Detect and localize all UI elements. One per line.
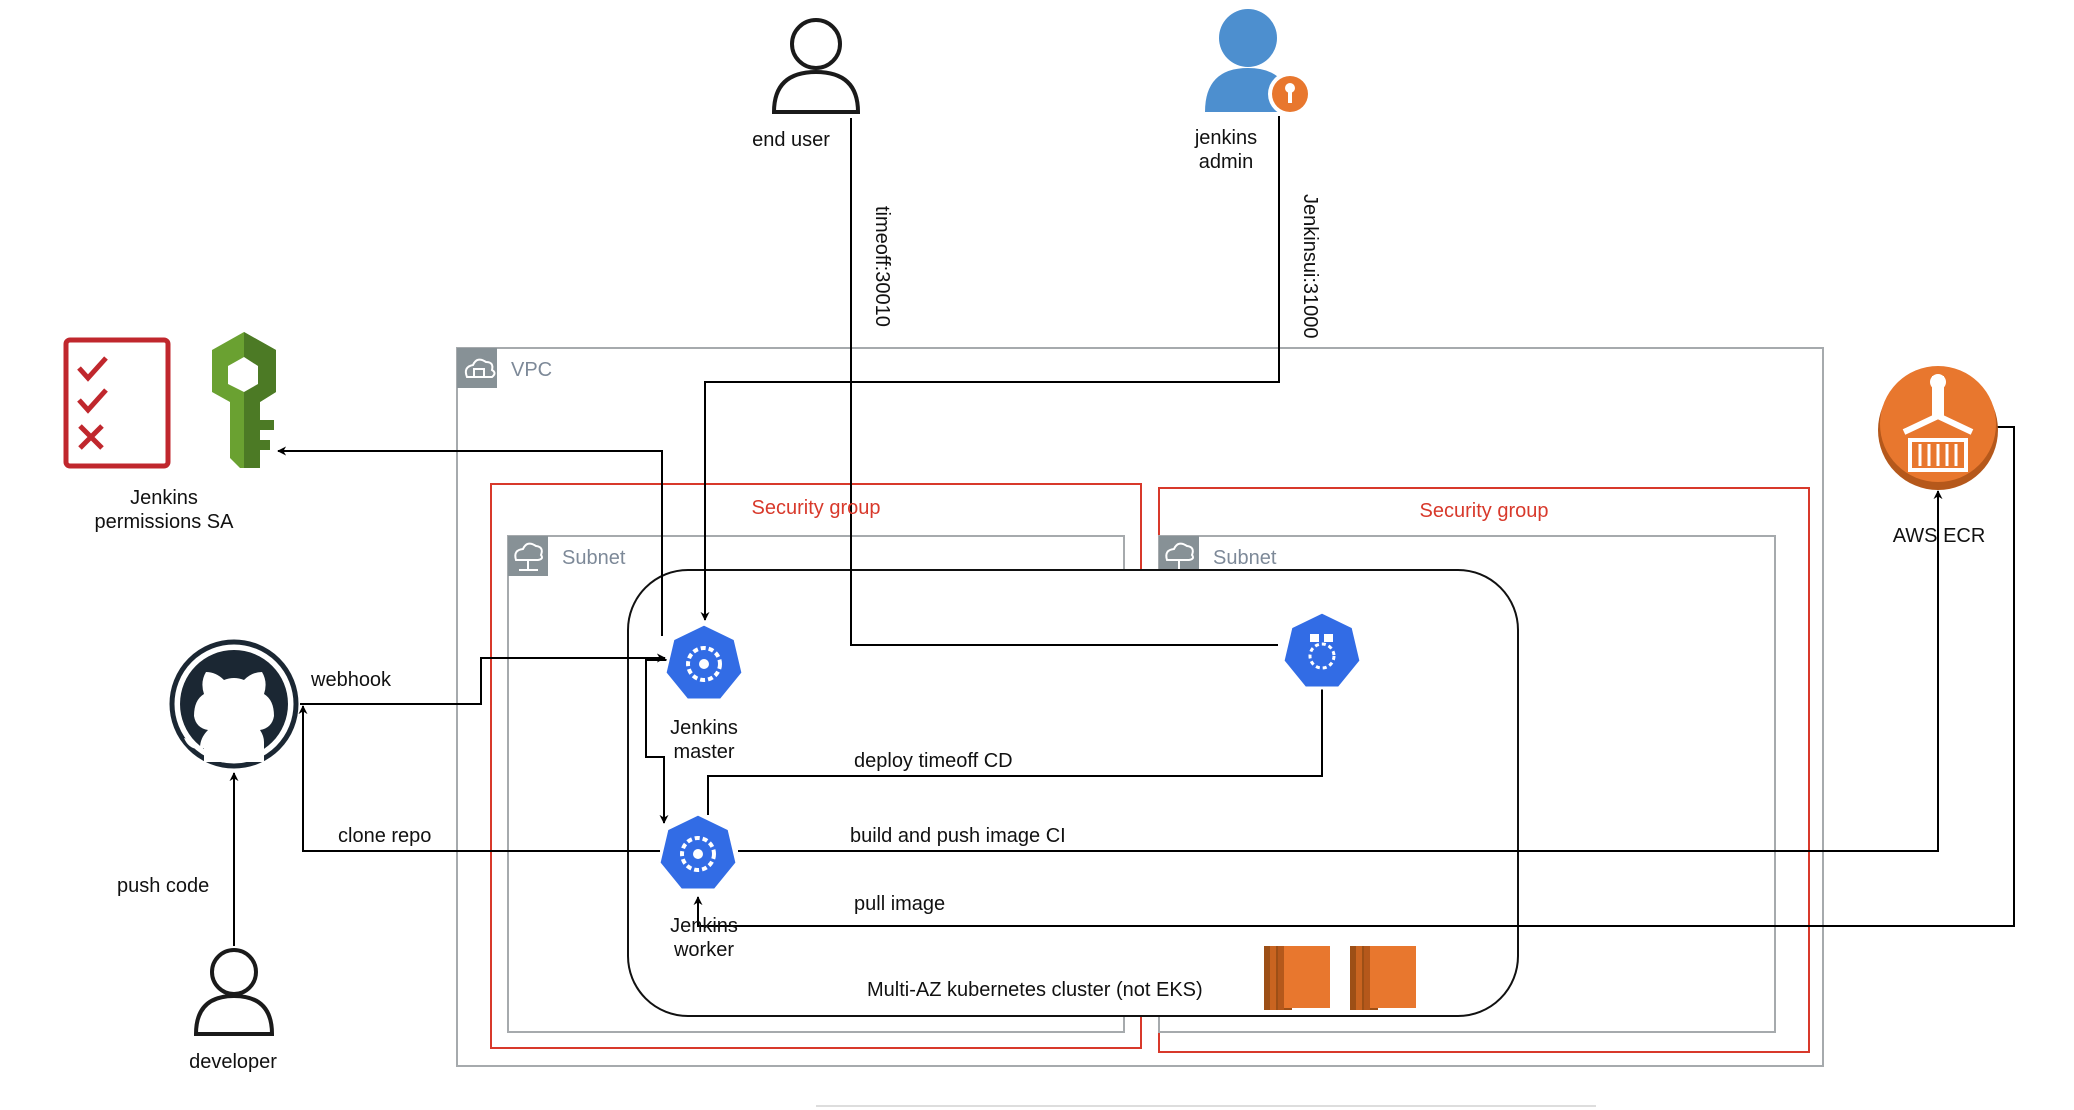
vpc-label: VPC <box>511 359 553 381</box>
edge-build-push <box>738 490 1943 852</box>
edge-permissions <box>277 446 663 636</box>
developer-icon <box>193 948 275 1036</box>
jenkins-worker-label: Jenkins worker <box>670 915 738 961</box>
build-push-label: build and push image CI <box>850 825 1066 847</box>
edge-webhook <box>300 653 666 705</box>
permissions-label: Jenkins permissions SA <box>94 487 234 533</box>
iam-key-icon <box>212 332 276 468</box>
jenkins-worker-icon <box>657 812 739 892</box>
edge-deploy <box>707 663 1327 815</box>
clone-repo-label: clone repo <box>338 825 432 847</box>
security-group-label-2: Security group <box>1419 500 1549 522</box>
checklist-icon <box>63 337 171 469</box>
edge-clone-repo <box>298 705 660 852</box>
aws-ecr-icon <box>1878 366 1998 490</box>
jenkins-master-icon <box>663 622 745 702</box>
webhook-label: webhook <box>311 669 392 691</box>
timeoff-label: timeoff:30010 <box>871 206 893 327</box>
security-group-label-1: Security group <box>751 497 881 519</box>
cluster-box <box>627 569 1519 1017</box>
jenkins-admin-icon <box>1205 9 1312 116</box>
github-icon <box>169 639 299 769</box>
ec2-instance-icon <box>1350 946 1416 1010</box>
aws-ecr-label: AWS ECR <box>1892 525 1986 547</box>
cluster-label: Multi-AZ kubernetes cluster (not EKS) <box>867 979 1203 1001</box>
jenkinsui-label: Jenkinsui:31000 <box>1299 194 1321 339</box>
edge-pull-image <box>693 426 2015 927</box>
ec2-instance-icon <box>1264 946 1330 1010</box>
subnet-label-1: Subnet <box>562 547 626 569</box>
jenkins-master-label: Jenkins master <box>670 717 738 763</box>
developer-label: developer <box>189 1051 277 1073</box>
edge-jenkinsui <box>700 116 1280 621</box>
push-code-label: push code <box>117 875 210 897</box>
end-user-icon <box>771 18 861 114</box>
vpc-box <box>456 347 1824 1067</box>
jenkins-admin-label: jenkins admin <box>1194 127 1258 173</box>
pull-image-label: pull image <box>854 893 946 915</box>
vpc-icon <box>457 348 497 388</box>
timeoff-pod-icon <box>1281 610 1363 690</box>
end-user-label: end user <box>752 129 830 151</box>
deploy-label: deploy timeoff CD <box>854 750 1013 772</box>
subnet-label-2: Subnet <box>1213 547 1277 569</box>
subnet-icon-1 <box>508 536 548 576</box>
edge-master-worker <box>645 659 670 824</box>
edge-timeoff <box>850 118 1278 646</box>
